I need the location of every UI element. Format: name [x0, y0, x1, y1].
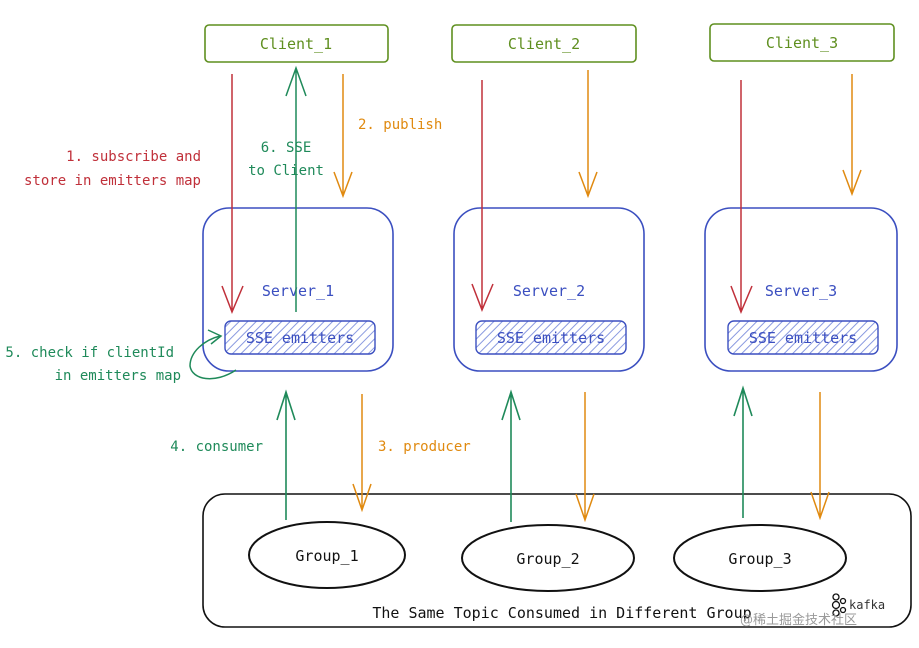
server-2-box	[453, 207, 645, 372]
server-2-emitters-label: SSE emitters	[497, 329, 605, 347]
producer-arrow-2	[575, 392, 595, 523]
step-3-producer: 3. producer	[378, 439, 471, 455]
client-3-label: Client_3	[766, 34, 838, 52]
kafka-caption: The Same Topic Consumed in Different Gro…	[372, 604, 751, 622]
client-3-box	[709, 23, 895, 62]
server-2: Server_2 SSE emitters	[453, 207, 645, 372]
kafka-cluster: Group_1 Group_2 Group_3 The Same Topic C…	[202, 493, 912, 628]
server-3-label: Server_3	[765, 282, 837, 300]
consumer-arrow-2	[501, 389, 521, 522]
server-3-box	[704, 207, 898, 372]
group-2-label: Group_2	[516, 550, 579, 568]
consumer-arrow-1	[276, 389, 296, 520]
consumer-arrow-3	[733, 385, 753, 518]
publish-arrows	[333, 70, 862, 199]
server-3-emitters-label: SSE emitters	[749, 329, 857, 347]
step-1-subscribe: 1. subscribe and store in emitters map	[24, 149, 201, 189]
kafka-logo-node	[839, 597, 847, 605]
kafka-logo-node	[839, 606, 847, 614]
step-6-sse: 6. SSE to Client	[248, 140, 324, 179]
server-1-emitters-label: SSE emitters	[246, 329, 354, 347]
kafka-box	[202, 493, 912, 628]
server-1-emitters	[224, 320, 376, 355]
subscribe-arrows	[221, 74, 753, 315]
publish-arrow-1	[333, 74, 353, 199]
sse-arrow-1	[285, 65, 307, 312]
client-1: Client_1	[204, 24, 389, 63]
step-1-line-2: store in emitters map	[24, 173, 201, 189]
step-6-line-2: to Client	[248, 163, 324, 179]
step-2-publish: 2. publish	[358, 117, 442, 133]
kafka-logo-node	[832, 609, 840, 617]
producer-arrows	[352, 392, 830, 523]
subscribe-arrow-1	[221, 74, 244, 315]
server-1: Server_1 SSE emitters	[202, 207, 394, 372]
kafka-logo-node	[831, 600, 841, 610]
subscribe-arrow-2	[471, 80, 494, 313]
server-1-label: Server_1	[262, 282, 334, 300]
server-2-label: Server_2	[513, 282, 585, 300]
check-loop-arrow	[189, 335, 237, 380]
watermark: @稀土掘金技术社区	[740, 612, 857, 628]
client-2: Client_2	[451, 24, 637, 63]
publish-arrow-3	[842, 74, 862, 197]
kafka-logo-text: kafka	[849, 598, 885, 612]
client-1-box	[204, 24, 389, 63]
group-2-ellipse	[461, 524, 635, 592]
step-6-line-1: 6. SSE	[261, 140, 312, 156]
step-5-line-1: 5. check if clientId	[5, 345, 174, 361]
step-5-line-2: in emitters map	[55, 368, 181, 384]
producer-arrow-1	[352, 394, 372, 513]
step-4-consumer: 4. consumer	[170, 439, 263, 455]
publish-arrow-2	[578, 70, 598, 199]
group-1-ellipse	[248, 521, 406, 589]
step-5-check: 5. check if clientId in emitters map	[5, 345, 181, 384]
consumer-arrows	[276, 385, 753, 522]
group-3-label: Group_3	[728, 550, 791, 568]
client-2-label: Client_2	[508, 35, 580, 53]
group-1-label: Group_1	[295, 547, 358, 565]
kafka-logo: kafka	[831, 593, 885, 617]
sse-arrows	[285, 65, 307, 312]
server-3-emitters	[727, 320, 879, 355]
step-1-line-1: 1. subscribe and	[66, 149, 201, 165]
client-1-label: Client_1	[260, 35, 332, 53]
producer-arrow-3	[810, 392, 830, 521]
server-2-emitters	[475, 320, 627, 355]
server-3: Server_3 SSE emitters	[704, 207, 898, 372]
subscribe-arrow-3	[730, 80, 753, 315]
client-2-box	[451, 24, 637, 63]
group-3-ellipse	[673, 524, 847, 592]
check-loop-arrowhead	[207, 329, 223, 345]
server-1-box	[202, 207, 394, 372]
kafka-logo-node	[832, 593, 840, 601]
client-3: Client_3	[709, 23, 895, 62]
